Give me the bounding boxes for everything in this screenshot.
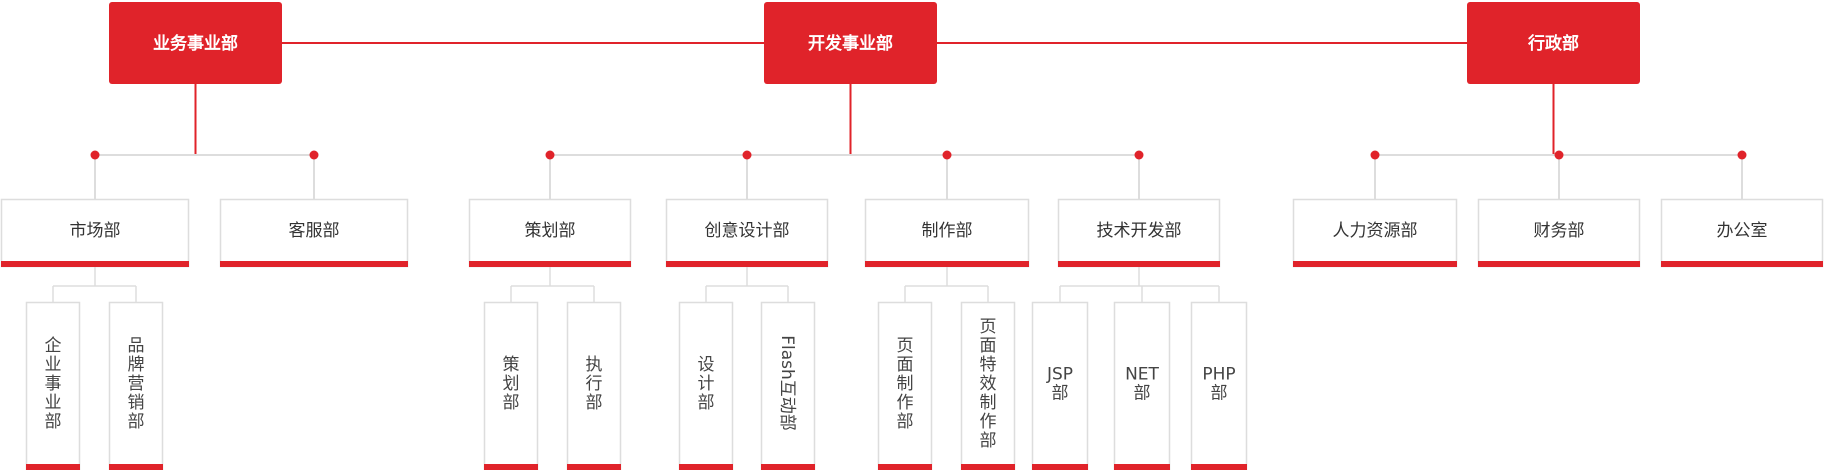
department-name: 办公室 [1717,221,1768,241]
unit-underline [878,464,932,470]
department-box [1477,198,1641,268]
unit-box [25,301,81,470]
division-title: 开发事业部 [808,33,893,54]
department-box [864,198,1030,268]
unit-name: 页面制作部 [897,336,914,432]
connector-dot [1134,150,1144,160]
unit-box [678,301,734,470]
department-name: 人力资源部 [1333,221,1418,241]
department-name: 技术开发部 [1097,221,1182,241]
department-name: 客服部 [289,221,340,241]
unit-name: 执行部 [586,355,603,413]
unit-box [877,301,933,470]
connector-dot [90,150,100,160]
unit-underline [1114,464,1170,470]
department-underline [1478,261,1640,267]
unit-underline [679,464,733,470]
department-underline [1293,261,1457,267]
unit-underline [567,464,621,470]
division-box [109,2,282,84]
unit-underline [961,464,1015,470]
department-box [468,198,632,268]
unit-underline [761,464,815,470]
department-name: 策划部 [525,221,576,241]
department-underline [666,261,828,267]
department-name: 市场部 [70,221,121,241]
department-underline [469,261,631,267]
unit-box [760,301,816,470]
department-name: 制作部 [922,221,973,241]
division-box [1467,2,1640,84]
department-box [219,198,409,268]
department-underline [1058,261,1220,267]
unit-box [108,301,164,470]
connector-dot [545,150,555,160]
unit-underline [1032,464,1088,470]
unit-name: 页面特效制作部 [980,317,997,451]
department-name: 创意设计部 [705,221,790,241]
unit-underline [26,464,80,470]
unit-box [566,301,622,470]
division-title: 业务事业部 [153,33,238,54]
division-title: 行政部 [1527,33,1579,54]
division-box [764,2,937,84]
unit-underline [1191,464,1247,470]
unit-box [1190,301,1248,470]
unit-name: 企业事业部 [45,336,62,432]
unit-underline [109,464,163,470]
department-name: 财务部 [1534,221,1585,241]
unit-name: 策划部 [503,355,520,413]
department-box [1292,198,1458,268]
unit-underline [484,464,538,470]
unit-name: 设计部 [698,355,715,413]
department-box [665,198,829,268]
connector-dot [1554,150,1564,160]
department-box [1057,198,1221,268]
department-underline [1661,261,1823,267]
unit-box [960,301,1016,470]
unit-box [1031,301,1089,470]
unit-box [1113,301,1171,470]
connector-dot [1737,150,1747,160]
department-underline [1,261,189,267]
connector-dot [309,150,319,160]
department-underline [865,261,1029,267]
department-underline [220,261,408,267]
unit-box [483,301,539,470]
connector-dot [1370,150,1380,160]
unit-name: 品牌营销部 [128,336,145,432]
unit-name: Flash互动部 [777,335,797,431]
connector-dot [742,150,752,160]
connector-dot [942,150,952,160]
department-box [0,198,190,268]
